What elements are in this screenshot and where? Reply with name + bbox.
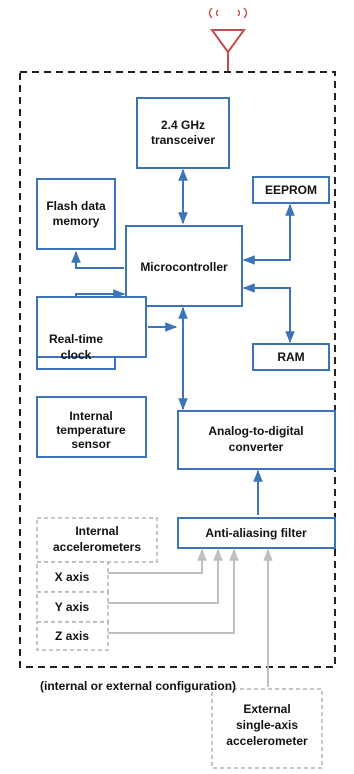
eeprom-label: EEPROM <box>265 183 317 197</box>
external-label-line2: single-axis <box>236 718 298 732</box>
temperature-sensor-frame <box>36 396 147 458</box>
z-axis-label: Z axis <box>55 629 89 643</box>
flash-label-line1: Flash data <box>46 199 106 213</box>
adc-block <box>177 410 336 470</box>
temp-label-line1: Internal <box>69 409 112 423</box>
z-axis-block <box>36 621 109 651</box>
temp-label-line3: sensor <box>71 437 111 451</box>
rtc-label-line1: Real-time <box>49 332 103 346</box>
link-micro-eeprom <box>242 203 295 265</box>
filter-label: Anti-aliasing filter <box>205 526 307 540</box>
accel-label-line2: accelerometers <box>53 540 141 554</box>
link-micro-flash <box>71 250 124 269</box>
microcontroller-label: Microcontroller <box>140 260 228 274</box>
external-label-line1: External <box>243 702 290 716</box>
ram-block <box>252 343 330 371</box>
device-enclosure <box>19 71 336 668</box>
transceiver-label-line2: transceiver <box>151 133 215 147</box>
accel-label-line1: Internal <box>75 524 118 538</box>
transceiver-label-line1: 2.4 GHz <box>161 118 205 132</box>
link-z-axis-filter <box>108 548 239 634</box>
external-accelerometer-block <box>211 688 323 769</box>
link-y-axis-filter <box>108 548 223 604</box>
grey-connections <box>108 548 273 687</box>
x-axis-label: X axis <box>55 570 90 584</box>
temperature-sensor-block <box>36 296 147 358</box>
anti-aliasing-filter-block <box>177 517 336 549</box>
flash-label-line2: memory <box>53 214 100 228</box>
transceiver-block <box>136 97 230 169</box>
y-axis-label: Y axis <box>55 600 90 614</box>
rtc-label-line2: clock <box>61 348 92 362</box>
eeprom-block <box>252 176 330 204</box>
link-micro-ram <box>242 283 295 344</box>
temp-label-line2: temperature <box>56 423 126 437</box>
ram-label: RAM <box>277 350 304 364</box>
configuration-caption: (internal or external configuration) <box>40 679 236 693</box>
antenna-icon <box>210 29 246 72</box>
flash-memory-block <box>36 178 116 250</box>
link-x-axis-filter <box>108 548 207 574</box>
adc-label-line2: converter <box>229 440 284 454</box>
adc-label-line1: Analog-to-digital <box>208 424 303 438</box>
radio-waves-icon <box>208 7 248 19</box>
microcontroller-block <box>125 225 243 307</box>
external-label-line3: accelerometer <box>226 734 308 748</box>
